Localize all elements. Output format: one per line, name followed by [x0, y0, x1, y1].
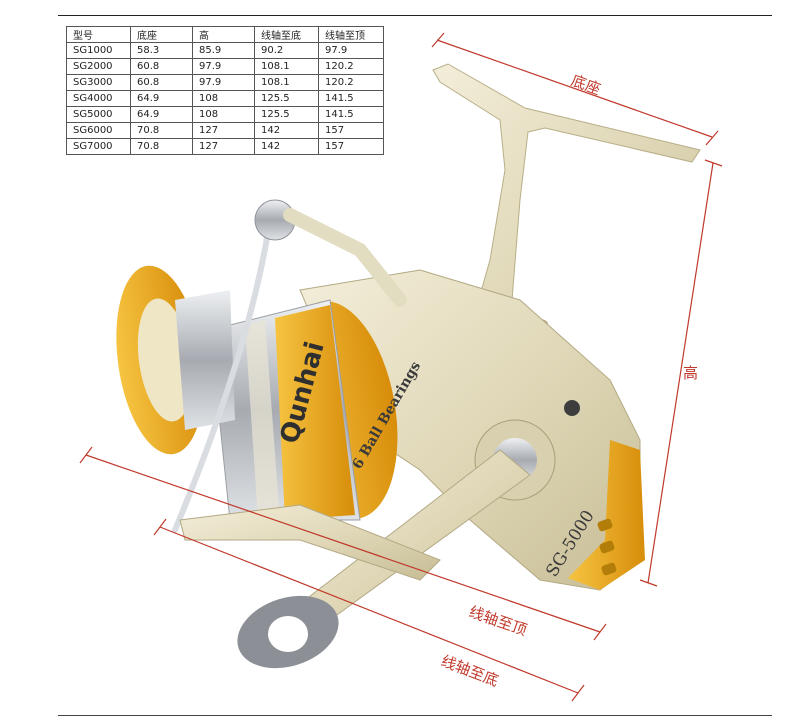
- spool-to-bottom-dimension-tick: [153, 518, 167, 536]
- dimension-lines: [79, 32, 723, 702]
- table-cell: 157: [318, 138, 384, 155]
- base-dimension-line: [436, 39, 713, 138]
- height-dimension-label: 高: [683, 364, 699, 382]
- table-row: SG1000 58.3 85.9 90.2 97.9: [66, 42, 384, 59]
- base-dimension-tick: [705, 130, 719, 146]
- table-row: SG6000 70.8 127 142 157: [66, 122, 384, 139]
- spool-shaft: [175, 290, 235, 430]
- rotor-arm: [179, 504, 441, 581]
- base-dimension-tick: [431, 32, 445, 48]
- spool-to-bottom-dimension-tick: [571, 684, 585, 702]
- top-rule: [58, 15, 772, 16]
- spool-to-top-dimension-tick: [79, 446, 93, 464]
- bottom-rule: [58, 715, 772, 716]
- handle-knob-hole: [268, 616, 308, 652]
- grip-slot: [599, 540, 615, 554]
- spool-to-top-dimension-line: [85, 454, 601, 633]
- height-dimension-line: [647, 162, 714, 584]
- spool-to-bottom-dimension-line: [159, 526, 579, 694]
- table-row: SG3000 60.8 97.9 108.1 120.2: [66, 74, 384, 91]
- spool-gold-band: [275, 305, 355, 520]
- spool-white-band: [245, 320, 280, 520]
- grip-slot: [597, 518, 613, 532]
- bail-arm: [283, 208, 407, 307]
- table-cell: SG7000: [66, 138, 131, 155]
- grip-slot: [601, 562, 617, 576]
- height-dimension-tick: [639, 579, 658, 587]
- spec-table: 型号 底座 高 线轴至底 线轴至顶 SG1000 58.3 85.9 90.2 …: [66, 26, 384, 155]
- table-cell: 127: [192, 138, 255, 155]
- table-cell: 97.9: [318, 42, 384, 59]
- table-row: SG7000 70.8 127 142 157: [66, 138, 384, 155]
- height-dimension-tick: [704, 159, 723, 167]
- bail-wire: [172, 217, 273, 533]
- body-screw: [564, 400, 580, 416]
- spool-to-top-dimension-tick: [593, 623, 607, 641]
- body-gold-cap: [568, 440, 645, 590]
